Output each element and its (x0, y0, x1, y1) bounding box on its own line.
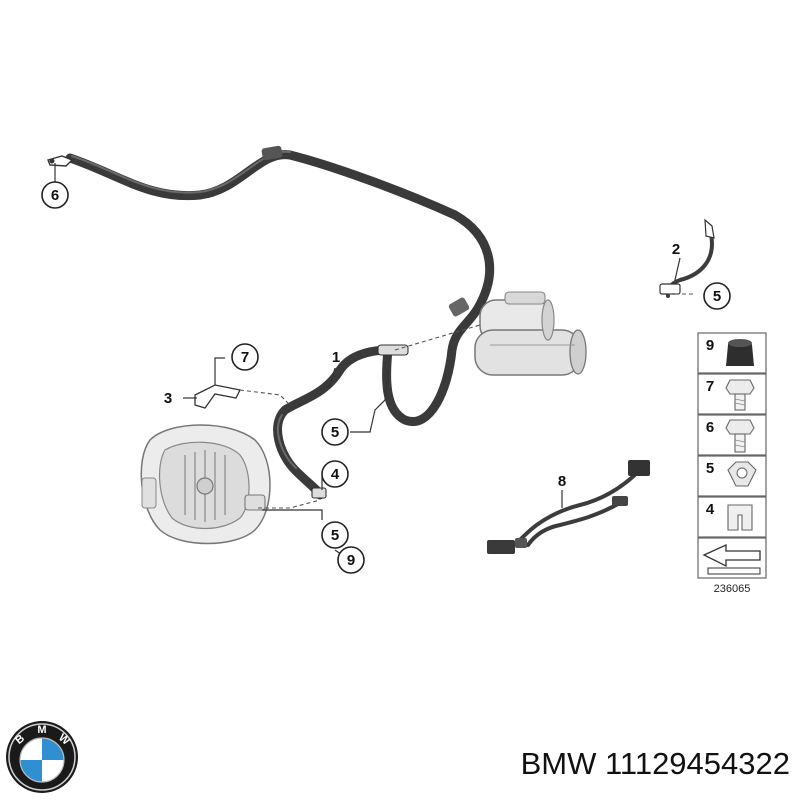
bolt-icon (725, 379, 755, 411)
svg-text:4: 4 (331, 466, 340, 483)
clip-icon (727, 504, 753, 531)
bolt-icon (725, 419, 755, 453)
alternator-icon (140, 424, 271, 545)
callout-4: 4 (321, 460, 349, 488)
svg-text:7: 7 (241, 349, 249, 366)
part-number-label: BMW 11129454322 (521, 746, 790, 781)
callout-5-right: 5 (703, 282, 731, 310)
bracket (194, 384, 241, 409)
callout-5-middle: 5 (321, 418, 349, 446)
legend-item-5: 5 (706, 460, 714, 477)
svg-text:8: 8 (558, 473, 566, 490)
svg-text:6: 6 (51, 187, 59, 204)
arrow-icon (702, 543, 761, 575)
svg-text:9: 9 (347, 552, 355, 569)
nut-icon (727, 461, 757, 487)
logo-quadrant (20, 760, 42, 782)
svg-text:5: 5 (331, 527, 339, 544)
callout-3: 3 (164, 390, 172, 407)
ground-strap (659, 218, 715, 298)
callout-8: 8 (558, 473, 566, 490)
bmw-logo: B M W (6, 721, 78, 793)
callout-5-lower: 5 (321, 521, 349, 549)
starter-motor-icon (474, 291, 587, 376)
main-cable (47, 145, 495, 500)
legend-item-7: 7 (706, 378, 714, 395)
document-number: 236065 (714, 583, 751, 595)
svg-text:2: 2 (672, 241, 680, 258)
logo-quadrant (42, 738, 64, 760)
legend-item-4: 4 (706, 501, 715, 518)
svg-text:M: M (37, 724, 46, 736)
svg-text:5: 5 (713, 288, 721, 305)
legend-column: 9 7 6 5 4 (697, 332, 767, 595)
svg-text:3: 3 (164, 390, 172, 407)
svg-text:1: 1 (332, 349, 340, 366)
leader-lines (54, 163, 695, 558)
cap-icon (726, 339, 754, 366)
callout-2: 2 (672, 241, 680, 258)
callout-1: 1 (332, 349, 340, 366)
svg-text:5: 5 (331, 424, 339, 441)
callout-6: 6 (41, 181, 69, 209)
legend-item-6: 6 (706, 419, 714, 436)
wiring-harness-icon (487, 460, 650, 554)
callout-9: 9 (337, 546, 365, 574)
legend-item-9: 9 (706, 337, 714, 354)
callout-7: 7 (231, 343, 259, 371)
